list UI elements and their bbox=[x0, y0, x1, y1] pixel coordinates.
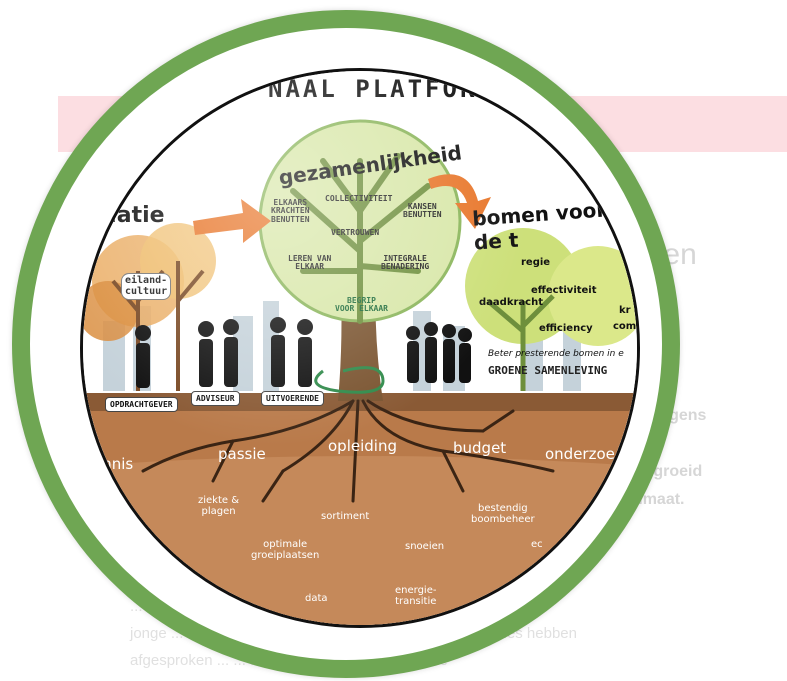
root-word: passie bbox=[218, 445, 266, 463]
eilandcultuur-label: eiland- cultuur bbox=[121, 273, 172, 300]
role-tag-uitvoerende: UITVOERENDE bbox=[261, 391, 324, 406]
soil-word: bestendig boombeheer bbox=[471, 503, 535, 525]
right-caption-line1: Beter presterende bomen in e bbox=[488, 349, 624, 359]
right-tree-label: effectiviteit bbox=[531, 285, 597, 296]
right-tree-label: daadkracht bbox=[479, 297, 543, 308]
soil-word: snoeien bbox=[405, 541, 445, 552]
left-heading: ituatie bbox=[83, 203, 165, 228]
soil-word: data bbox=[305, 593, 328, 604]
tree-label: ELKAARS KRACHTEN BENUTTEN bbox=[271, 198, 310, 224]
soil-word: sortiment bbox=[321, 511, 370, 522]
tree-label: INTEGRALE BENADERING bbox=[381, 254, 430, 272]
infographic-circle[interactable]: NAAL PLATFORM D ituatie gezamenlijkheid … bbox=[80, 68, 640, 628]
soil-word: optimale groeiplaatsen bbox=[251, 539, 320, 561]
tree-label: BEGRIP VOOR ELKAAR bbox=[335, 296, 388, 314]
role-tag-adviseur: ADVISEUR bbox=[191, 391, 240, 406]
tree-label: VERTROUWEN bbox=[331, 228, 380, 237]
infographic-illustration bbox=[83, 71, 637, 625]
right-tree-label: comm bbox=[613, 321, 637, 332]
soil-word: ec bbox=[531, 539, 543, 550]
root-word: onderzoe bbox=[545, 445, 615, 463]
soil-word: energie- transitie bbox=[395, 585, 437, 607]
infographic-title: NAAL PLATFORM D bbox=[268, 75, 530, 103]
root-word: ennis bbox=[93, 455, 134, 473]
right-caption-line2: GROENE SAMENLEVING bbox=[488, 364, 608, 377]
tree-label: KANSEN BENUTTEN bbox=[403, 202, 442, 220]
role-tag-opdrachtgever: OPDRACHTGEVER bbox=[105, 397, 178, 412]
right-tree-label: kr bbox=[619, 305, 631, 316]
root-word: budget bbox=[453, 439, 507, 457]
right-tree-label: regie bbox=[521, 257, 551, 268]
root-word: opleiding bbox=[328, 437, 397, 455]
tree-label: LEREN VAN ELKAAR bbox=[288, 254, 332, 272]
soil-word: ziekte & plagen bbox=[198, 495, 240, 517]
right-tree-label: efficiency bbox=[539, 323, 593, 334]
tree-label: COLLECTIVITEIT bbox=[325, 194, 393, 203]
